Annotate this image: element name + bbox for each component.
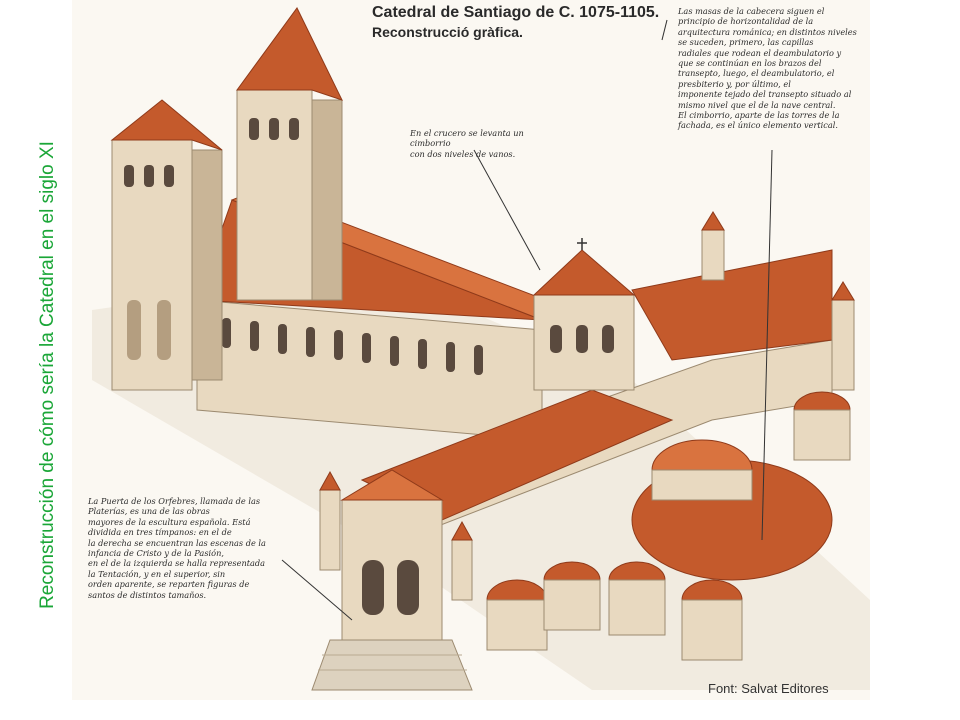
nave-windows	[222, 318, 483, 375]
orfebres-door-note: La Puerta de los Orfebres, llamada de la…	[88, 496, 266, 600]
image-credit: Font: Salvat Editores	[708, 681, 829, 696]
cathedral-drawing	[92, 7, 870, 691]
cathedral-plate: Catedral de Santiago de C. 1075-1105. Re…	[72, 0, 870, 700]
west-tower-left	[110, 99, 223, 391]
transept	[360, 249, 833, 541]
porch-facade	[340, 469, 444, 661]
crossing-tower	[532, 238, 636, 391]
plate-title: Catedral de Santiago de C. 1075-1105.	[372, 4, 660, 21]
apse	[631, 439, 833, 581]
headwork-note: Las masas de la cabecera siguen el princ…	[678, 6, 857, 131]
crossing-note: En el crucero se levanta un cimborrio co…	[410, 128, 524, 159]
entrance-steps	[311, 639, 473, 691]
leader-lines	[281, 19, 773, 621]
slide-caption: Reconstrucción de cómo sería la Catedral…	[37, 141, 58, 609]
radial-chapels	[486, 391, 851, 661]
turrets	[319, 211, 855, 601]
plate-subtitle: Reconstrucció gràfica.	[372, 24, 523, 40]
west-tower-right	[236, 7, 343, 301]
